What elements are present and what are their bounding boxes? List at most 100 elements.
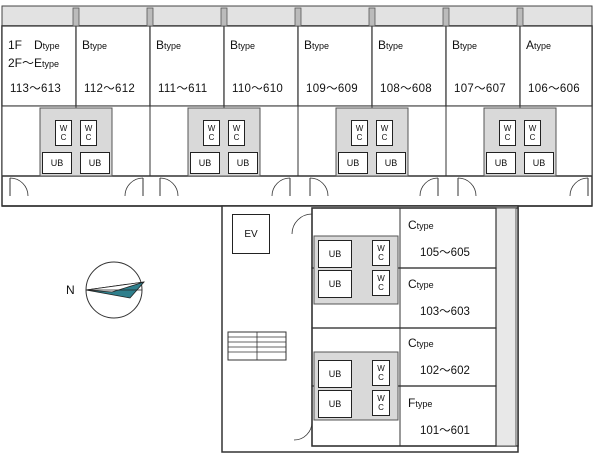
- wc-label-bottom: C: [233, 133, 240, 142]
- wc-label-bottom: C: [381, 133, 388, 142]
- door-swing: [291, 213, 313, 235]
- ub-fixture: UB: [524, 152, 554, 174]
- wc-label-top: W: [377, 244, 385, 253]
- unit-type-suffix: type: [386, 41, 404, 51]
- shaft-wall: [39, 107, 113, 177]
- unit-type-suffix: type: [460, 41, 478, 51]
- wc-label-bottom: C: [208, 133, 215, 142]
- unit-label-107〜607: Btype: [452, 38, 477, 53]
- ub-fixture: UB: [318, 360, 352, 388]
- wc-label-bottom: C: [504, 133, 511, 142]
- ub-fixture: UB: [228, 152, 258, 174]
- unit-range: 102〜602: [420, 365, 470, 377]
- wc-label-bottom: C: [529, 133, 536, 142]
- stairs: [227, 331, 287, 361]
- unit-type-main: B: [378, 38, 387, 52]
- unit-type-suffix: type: [416, 339, 434, 349]
- unit-type-suffix: type: [415, 399, 433, 409]
- wc-label-top: W: [380, 124, 389, 133]
- unit-range: 107〜607: [454, 83, 506, 95]
- column-pillar: [294, 7, 302, 27]
- unit-type-main: 1F D: [8, 38, 43, 52]
- ub-fixture: UB: [42, 152, 72, 174]
- ub-fixture: UB: [376, 152, 406, 174]
- wc-label-bottom: C: [378, 283, 384, 292]
- unit-label-102〜602: Ctype: [408, 336, 434, 351]
- unit-label-109〜609: Btype: [304, 38, 329, 53]
- unit-range: 109〜609: [306, 83, 358, 95]
- wc-label-bottom: C: [85, 133, 92, 142]
- unit-type-suffix: type: [416, 221, 434, 231]
- unit-type-suffix: type: [238, 41, 256, 51]
- unit-type-main: B: [156, 38, 165, 52]
- compass-icon: [85, 261, 146, 319]
- unit-range: 108〜608: [380, 83, 432, 95]
- door-swing: [124, 177, 144, 197]
- door-swing: [271, 177, 291, 197]
- unit-type-main: C: [408, 277, 417, 291]
- unit-range: 106〜606: [528, 83, 580, 95]
- unit-type-suffix: type: [416, 280, 434, 290]
- unit-type-main: B: [82, 38, 91, 52]
- column-pillar: [442, 7, 450, 27]
- wc-label-bottom: C: [60, 133, 67, 142]
- column-pillar: [220, 7, 228, 27]
- wc-label-top: W: [355, 124, 364, 133]
- unit-type-suffix: type: [312, 41, 330, 51]
- ub-fixture: UB: [80, 152, 110, 174]
- unit-label-110〜610: Btype: [230, 38, 255, 53]
- wc-label-top: W: [59, 124, 68, 133]
- unit-type-main: B: [230, 38, 239, 52]
- ub-fixture: UB: [318, 390, 352, 418]
- door-swing: [457, 177, 477, 197]
- wc-label-bottom: C: [356, 133, 363, 142]
- ub-fixture: UB: [190, 152, 220, 174]
- unit-label-108〜608: Btype: [378, 38, 403, 53]
- unit-room: [445, 25, 521, 107]
- ub-fixture: UB: [338, 152, 368, 174]
- wc-label-bottom: C: [378, 403, 384, 412]
- unit-type-main: B: [452, 38, 461, 52]
- wc-label-top: W: [503, 124, 512, 133]
- wc-label-top: W: [377, 394, 385, 403]
- unit-type-main: C: [408, 336, 417, 350]
- unit-range: 110〜610: [232, 83, 284, 95]
- door-swing: [159, 177, 179, 197]
- unit-type-suffix: type: [42, 59, 60, 69]
- elevator: EV: [232, 214, 270, 254]
- unit-label-112〜612: Btype: [82, 38, 107, 53]
- north-label: N: [66, 283, 75, 297]
- unit-range: 103〜603: [420, 306, 470, 318]
- wc-label-top: W: [232, 124, 241, 133]
- ub-fixture: UB: [318, 240, 352, 268]
- unit-label-111〜611: Btype: [156, 38, 181, 53]
- unit-type-suffix: type: [42, 41, 60, 51]
- column-pillar: [72, 7, 80, 27]
- unit-main-room: [399, 385, 497, 447]
- unit-type-main: A: [526, 38, 535, 52]
- door-swing: [293, 421, 313, 441]
- unit-type-main: C: [408, 218, 417, 232]
- unit-room: [149, 25, 225, 107]
- unit-label-105〜605: Ctype: [408, 218, 434, 233]
- unit-type-suffix: type: [90, 41, 108, 51]
- unit-label-113〜613: 1F Dtype: [8, 38, 60, 53]
- wc-label-bottom: C: [378, 373, 384, 382]
- unit-label-103〜603: Ctype: [408, 277, 434, 292]
- unit-range: 111〜611: [158, 83, 208, 95]
- unit-label-101〜601: Ftype: [408, 396, 432, 411]
- unit-range: 101〜601: [420, 425, 470, 437]
- wc-label-top: W: [84, 124, 93, 133]
- unit-room: [75, 25, 151, 107]
- column-pillar: [516, 7, 524, 27]
- door-swing: [9, 177, 29, 197]
